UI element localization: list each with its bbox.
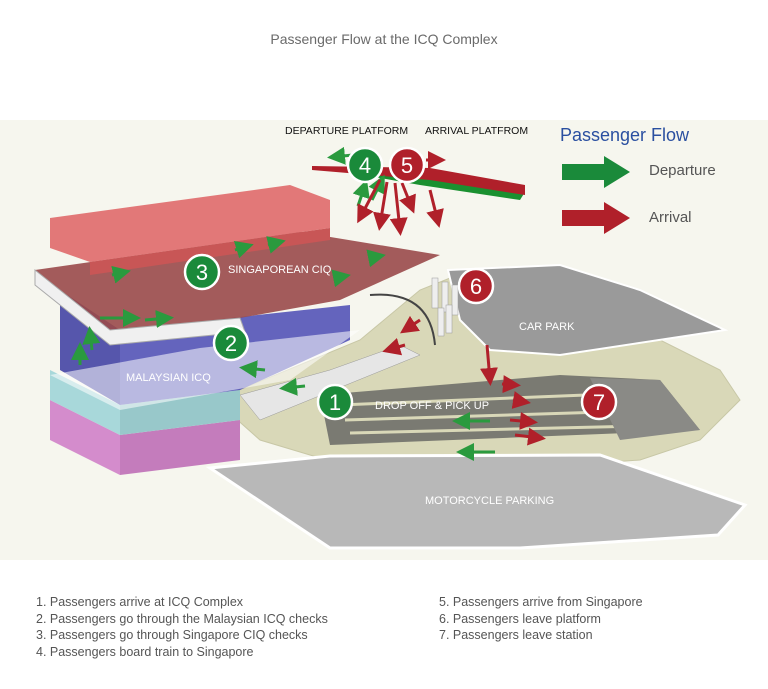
marker-3-label: 3: [196, 260, 208, 285]
legend-departure-label: Departure: [649, 162, 716, 179]
departure-platform-label: DEPARTURE PLATFORM: [285, 125, 408, 137]
car-park: [446, 263, 729, 357]
marker-6: 6: [457, 267, 495, 305]
arrival-platform-label: ARRIVAL PLATFROM: [425, 125, 528, 137]
exit-area: [590, 378, 700, 440]
legend-arrival-arrow: [562, 202, 630, 234]
marker-6-label: 6: [470, 274, 482, 299]
step-item: 5. Passengers arrive from Singapore: [439, 595, 643, 609]
pillars: [431, 277, 459, 337]
marker-4-label: 4: [359, 153, 371, 178]
legend-title: Passenger Flow: [560, 125, 690, 145]
marker-2-label: 2: [225, 331, 237, 356]
arrival-arrows: [357, 151, 546, 446]
singaporean-ciq-label: SINGAPOREAN CIQ: [228, 264, 332, 276]
malaysian-icq-base-pink: [50, 400, 120, 475]
step-item: 4. Passengers board train to Singapore: [36, 644, 254, 659]
step-item: 1. Passengers arrive at ICQ Complex: [36, 595, 244, 609]
marker-5-label: 5: [401, 153, 413, 178]
departure-arrows: [71, 146, 495, 461]
step-item: 3. Passengers go through Singapore CIQ c…: [36, 628, 308, 642]
motorcycle-parking: [205, 453, 748, 550]
step-item: 7. Passengers leave station: [439, 628, 593, 642]
car-park-label: CAR PARK: [519, 321, 575, 333]
walkway: [239, 344, 421, 421]
marker-3: 3: [183, 253, 221, 291]
marker-1: 1: [316, 383, 354, 421]
roof-block: [50, 185, 330, 262]
marker-2: 2: [212, 324, 250, 362]
step-item: 2. Passengers go through the Malaysian I…: [36, 611, 328, 626]
marker-7: 7: [580, 383, 618, 421]
marker-5: 5: [388, 146, 426, 184]
malaysian-icq-floor: [50, 330, 360, 410]
step-item: 6. Passengers leave platform: [439, 611, 601, 626]
drop-off-label: DROP OFF & PICK UP: [375, 400, 489, 412]
motorcycle-parking-label: MOTORCYCLE PARKING: [425, 495, 554, 507]
malaysian-icq-base-cyan: [50, 370, 120, 435]
ramp: [369, 293, 436, 346]
malaysian-icq-base-pink-front: [120, 420, 240, 475]
marker-4: 4: [346, 146, 384, 184]
legend: Passenger Flow Departure Arrival: [560, 125, 716, 234]
steps-list-right: 5. Passengers arrive from Singapore 6. P…: [439, 594, 643, 644]
legend-departure-arrow: [562, 156, 630, 188]
marker-1-label: 1: [329, 390, 341, 415]
malaysian-icq-label: MALAYSIAN ICQ: [126, 372, 211, 384]
steps-list-left: 1. Passengers arrive at ICQ Complex 2. P…: [36, 594, 328, 660]
page-title: Passenger Flow at the ICQ Complex: [270, 31, 498, 47]
marker-7-label: 7: [593, 390, 605, 415]
legend-arrival-label: Arrival: [649, 209, 692, 226]
